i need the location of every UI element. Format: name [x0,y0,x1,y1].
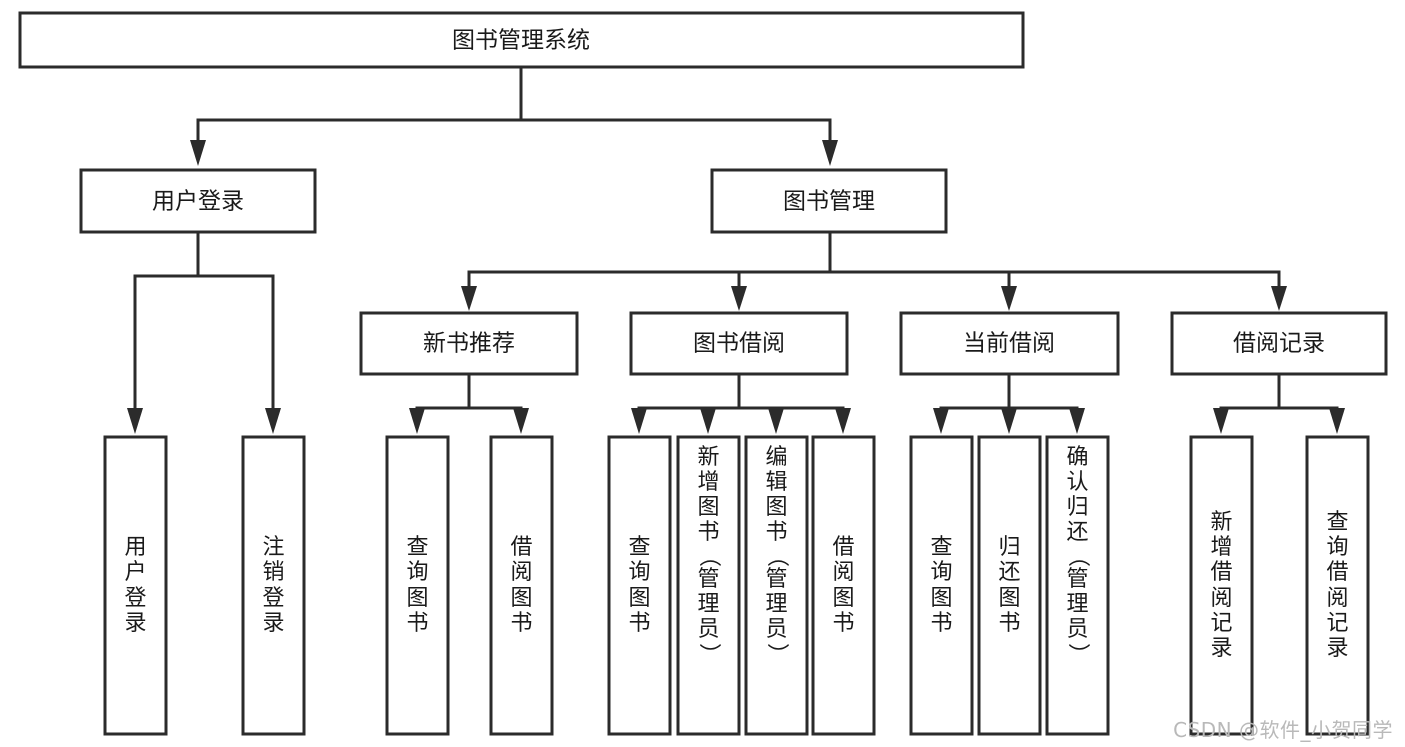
leaf-user-logout[interactable] [241,435,306,736]
arrowhead-borrow-record [1271,286,1287,311]
node-current-borrow[interactable] [899,311,1120,376]
node-root-label: 图书管理系统 [452,28,590,54]
connector-group-book-borrow [631,372,851,434]
node-book-borrow[interactable] [629,311,849,376]
leaf-user-login[interactable] [103,435,168,736]
arrowhead-leaf-query-book-3 [933,408,949,434]
node-new-book-recommend-label: 新书推荐 [423,331,515,357]
node-book-borrow-label: 图书借阅 [693,331,785,357]
arrowhead-book-borrow [731,286,747,311]
arrowhead-leaf-add-book [700,408,716,434]
connector-group-root [190,65,838,166]
node-root[interactable] [18,11,1025,69]
leaf-borrow-book-1[interactable] [489,435,554,736]
arrowhead-leaf-confirm-return [1069,408,1085,434]
leaf-query-book-2[interactable] [607,435,672,736]
arrowhead-leaf-edit-book [768,408,784,434]
arrowhead-user-login [190,140,206,166]
node-user-login-label: 用户登录 [152,189,244,215]
node-book-manage[interactable] [710,168,948,234]
node-borrow-record[interactable] [1170,311,1388,376]
leaf-add-book[interactable] [676,435,741,736]
connector-group-new-book-recommend [409,372,529,434]
arrowhead-leaf-borrow-book-2 [835,408,851,434]
csdn-watermark: CSDN @软件_小贺同学 [1173,718,1393,742]
arrowhead-leaf-borrow-book-1 [513,408,529,434]
leaf-confirm-return[interactable] [1045,435,1110,736]
connector-group-user-login [127,230,281,434]
arrowhead-book-manage [822,140,838,166]
arrowhead-leaf-query-book-1 [409,408,425,434]
connector-group-borrow-record [1213,372,1345,434]
node-book-manage-label: 图书管理 [783,189,875,215]
leaf-query-book-1[interactable] [385,435,450,736]
arrowhead-current-borrow [1001,286,1017,311]
leaf-return-book[interactable] [977,435,1042,736]
arrowhead-leaf-query-record [1329,408,1345,434]
arrowhead-new-book-recommend [461,286,477,311]
arrowhead-leaf-user-login [127,408,143,434]
leaf-query-book-3[interactable] [909,435,974,736]
leaf-add-record[interactable] [1189,435,1254,736]
node-user-login[interactable] [79,168,317,234]
arrowhead-leaf-user-logout [265,408,281,434]
arrowhead-leaf-return-book [1001,408,1017,434]
connector-group-book-manage [461,230,1287,311]
leaf-borrow-book-2[interactable] [811,435,876,736]
node-borrow-record-label: 借阅记录 [1233,331,1325,357]
arrowhead-leaf-query-book-2 [631,408,647,434]
connector-group-current-borrow [933,372,1085,434]
node-current-borrow-label: 当前借阅 [963,331,1055,357]
leaf-query-record[interactable] [1305,435,1370,736]
arrowhead-leaf-add-record [1213,408,1229,434]
node-new-book-recommend[interactable] [359,311,579,376]
leaf-edit-book[interactable] [744,435,809,736]
